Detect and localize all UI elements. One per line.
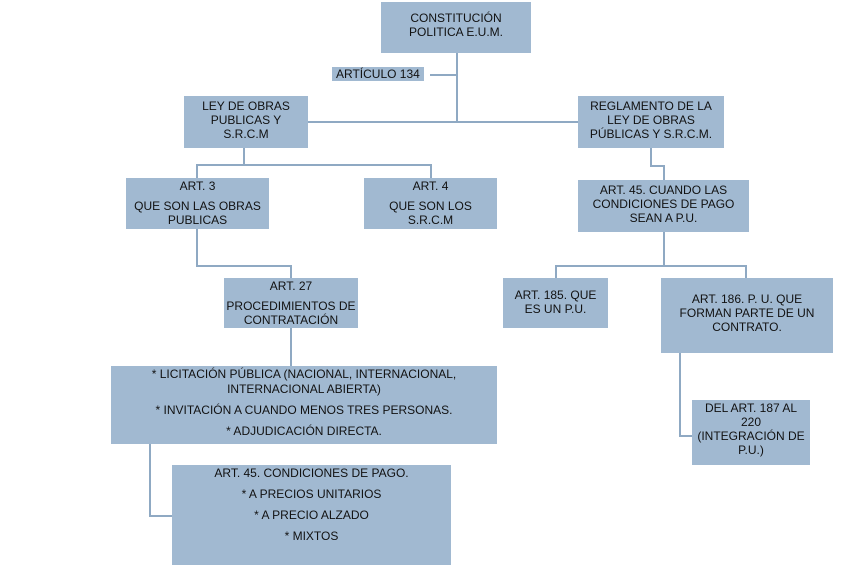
node-line: REGLAMENTO DE LA xyxy=(590,99,712,113)
node-line: SEAN A P.U. xyxy=(629,211,698,225)
node-art-4: ART. 4 QUE SON LOS S.R.C.M xyxy=(364,178,497,229)
node-line: * INVITACIÓN A CUANDO MENOS TRES PERSONA… xyxy=(155,403,453,417)
node-ley-obras: LEY DE OBRAS PUBLICAS Y S.R.C.M xyxy=(184,96,308,148)
node-line: QUE SON LOS xyxy=(389,199,472,213)
node-line: ART. 27 xyxy=(269,279,313,293)
connector-186-187 xyxy=(679,353,692,437)
node-line: LEY DE OBRAS xyxy=(607,113,695,127)
node-line: ART. 4 xyxy=(412,179,449,193)
node-art-185: ART. 185. QUE ES UN P.U. xyxy=(503,278,608,328)
node-line: INTERNACIONAL ABIERTA) xyxy=(227,382,381,396)
node-line: CONSTITUCIÓN xyxy=(410,11,502,25)
node-line: PUBLICAS xyxy=(167,213,228,227)
node-line: * A PRECIO ALZADO xyxy=(254,508,369,522)
connector-art3-art27 xyxy=(196,229,292,278)
connector-ley-art4 xyxy=(244,164,432,178)
node-line: * LICITACIÓN PÚBLICA (NACIONAL, INTERNAC… xyxy=(151,367,457,381)
node-line: ART. 186. P. U. QUE xyxy=(691,292,803,306)
connector-art45-children xyxy=(555,232,665,278)
connector-proc-art45 xyxy=(149,444,172,517)
node-line: DEL ART. 187 AL xyxy=(704,401,798,415)
node-art-186: ART. 186. P. U. QUE FORMAN PARTE DE UN C… xyxy=(661,278,833,353)
node-line: P.U.) xyxy=(738,443,764,457)
node-line: ART. 3 xyxy=(179,179,216,193)
node-constitucion: CONSTITUCIÓN POLITICA E.U.M. xyxy=(381,2,531,53)
node-line: ES UN P.U. xyxy=(524,302,587,316)
node-art-45-reglamento: ART. 45. CUANDO LAS CONDICIONES DE PAGO … xyxy=(578,180,749,232)
node-art-27: ART. 27 PROCEDIMIENTOS DE CONTRATACIÓN xyxy=(224,278,358,328)
label-articulo-134: ARTÍCULO 134 xyxy=(332,67,424,81)
node-line: PROCEDIMIENTOS DE xyxy=(226,299,356,313)
node-line: 220 xyxy=(740,415,762,429)
node-reglamento: REGLAMENTO DE LA LEY DE OBRAS PÚBLICAS Y… xyxy=(578,96,724,148)
connector-ley-children xyxy=(196,148,245,178)
node-line: S.R.C.M xyxy=(407,213,454,227)
node-line: ART. 185. QUE xyxy=(514,288,597,302)
node-line: * ADJUDICACIÓN DIRECTA. xyxy=(226,424,382,438)
node-line: CONTRATO. xyxy=(712,320,782,334)
node-line: FORMAN PARTE DE UN xyxy=(679,306,815,320)
node-line: QUE SON LAS OBRAS xyxy=(134,199,261,213)
node-line: CONDICIONES DE PAGO xyxy=(592,197,735,211)
node-line: PUBLICAS Y xyxy=(210,113,282,127)
node-line: ART. 45. CONDICIONES DE PAGO. xyxy=(214,466,409,480)
node-line: (INTEGRACIÓN DE xyxy=(697,429,805,443)
node-line: ART. 45. CUANDO LAS xyxy=(599,183,728,197)
node-line: CONTRATACIÓN xyxy=(243,313,339,327)
node-line: PÚBLICAS Y S.R.C.M. xyxy=(589,127,713,141)
connector-art45-186 xyxy=(664,265,747,278)
node-art-187-220: DEL ART. 187 AL 220 (INTEGRACIÓN DE P.U.… xyxy=(692,400,810,465)
node-art-45-condiciones-pago: ART. 45. CONDICIONES DE PAGO. * A PRECIO… xyxy=(172,465,451,565)
node-line: POLITICA E.U.M. xyxy=(408,25,504,39)
connector-reg-art45 xyxy=(650,148,665,180)
node-line: * A PRECIOS UNITARIOS xyxy=(241,487,382,501)
node-line: LEY DE OBRAS xyxy=(202,99,290,113)
node-art-3: ART. 3 QUE SON LAS OBRAS PUBLICAS xyxy=(126,178,269,229)
node-line: S.R.C.M xyxy=(223,127,269,141)
node-line: * MIXTOS xyxy=(284,529,339,543)
node-procedimientos: * LICITACIÓN PÚBLICA (NACIONAL, INTERNAC… xyxy=(111,366,497,444)
